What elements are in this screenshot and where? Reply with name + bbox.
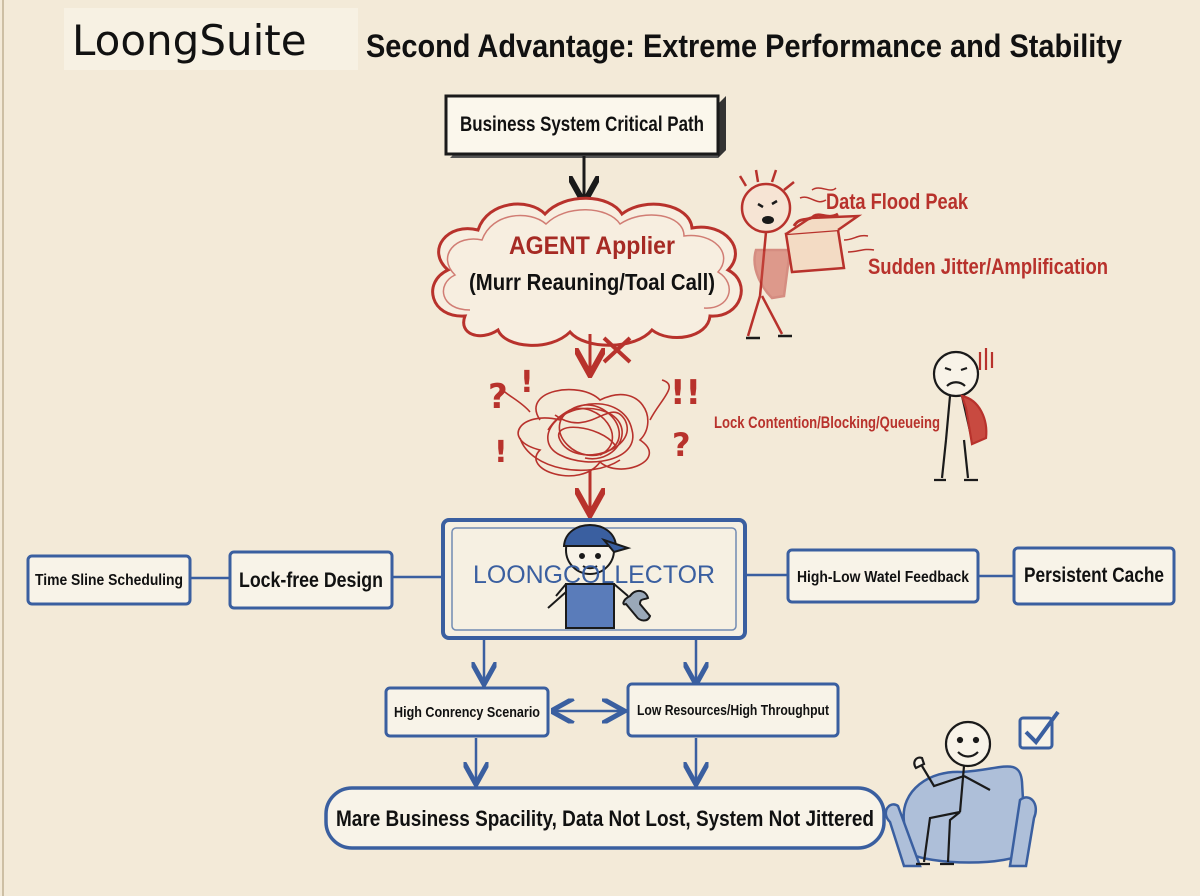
- collector-label: LOONGCOLLECTOR: [473, 561, 715, 589]
- result-label: Mare Business Spacility, Data Not Lost, …: [336, 806, 874, 831]
- persistent-cache-label: Persistent Cache: [1024, 564, 1164, 587]
- high-concurrency-box: High Conrency Scenario: [386, 688, 548, 736]
- agent-title: AGENT Applier: [509, 232, 675, 260]
- lock-free-label: Lock-free Design: [239, 569, 383, 592]
- agent-subtitle: (Murr Reauning/Toal Call): [469, 269, 715, 295]
- checkbox-icon: [1020, 712, 1058, 748]
- svg-text:?: ?: [672, 426, 691, 464]
- watermark-box: High-Low Watel Feedback: [788, 550, 978, 602]
- critical-path-label: Business System Critical Path: [460, 113, 704, 136]
- agent-cloud: AGENT Applier (Murr Reauning/Toal Call): [433, 198, 742, 345]
- svg-text:!: !: [520, 365, 534, 400]
- result-box: Mare Business Spacility, Data Not Lost, …: [326, 788, 884, 848]
- page-title: Second Advantage: Extreme Performance an…: [366, 28, 1122, 64]
- relaxed-figure-icon: [886, 722, 1036, 866]
- annotation-data-flood: Data Flood Peak: [826, 189, 969, 214]
- watermark-label: High-Low Watel Feedback: [797, 569, 969, 586]
- low-resources-label: Low Resources/High Throughput: [637, 702, 829, 719]
- svg-text:!!: !!: [670, 373, 701, 413]
- svg-text:!: !: [494, 435, 508, 470]
- annotation-lock-contention: Lock Contention/Blocking/Queueing: [714, 413, 940, 432]
- sad-figure-icon: [934, 348, 992, 480]
- critical-path-box: Business System Critical Path: [446, 96, 726, 158]
- logo-text: LoongSuite: [72, 16, 307, 65]
- high-concurrency-label: High Conrency Scenario: [394, 704, 540, 721]
- svg-text:?: ?: [488, 377, 508, 417]
- time-slice-box: Time Sline Scheduling: [28, 556, 190, 604]
- time-slice-label: Time Sline Scheduling: [35, 572, 183, 589]
- low-resources-box: Low Resources/High Throughput: [628, 684, 838, 736]
- annotation-jitter: Sudden Jitter/Amplification: [868, 254, 1108, 279]
- lock-free-box: Lock-free Design: [230, 552, 392, 608]
- persistent-cache-box: Persistent Cache: [1014, 548, 1174, 604]
- collector-box: LOONGCOLLECTOR: [443, 520, 745, 638]
